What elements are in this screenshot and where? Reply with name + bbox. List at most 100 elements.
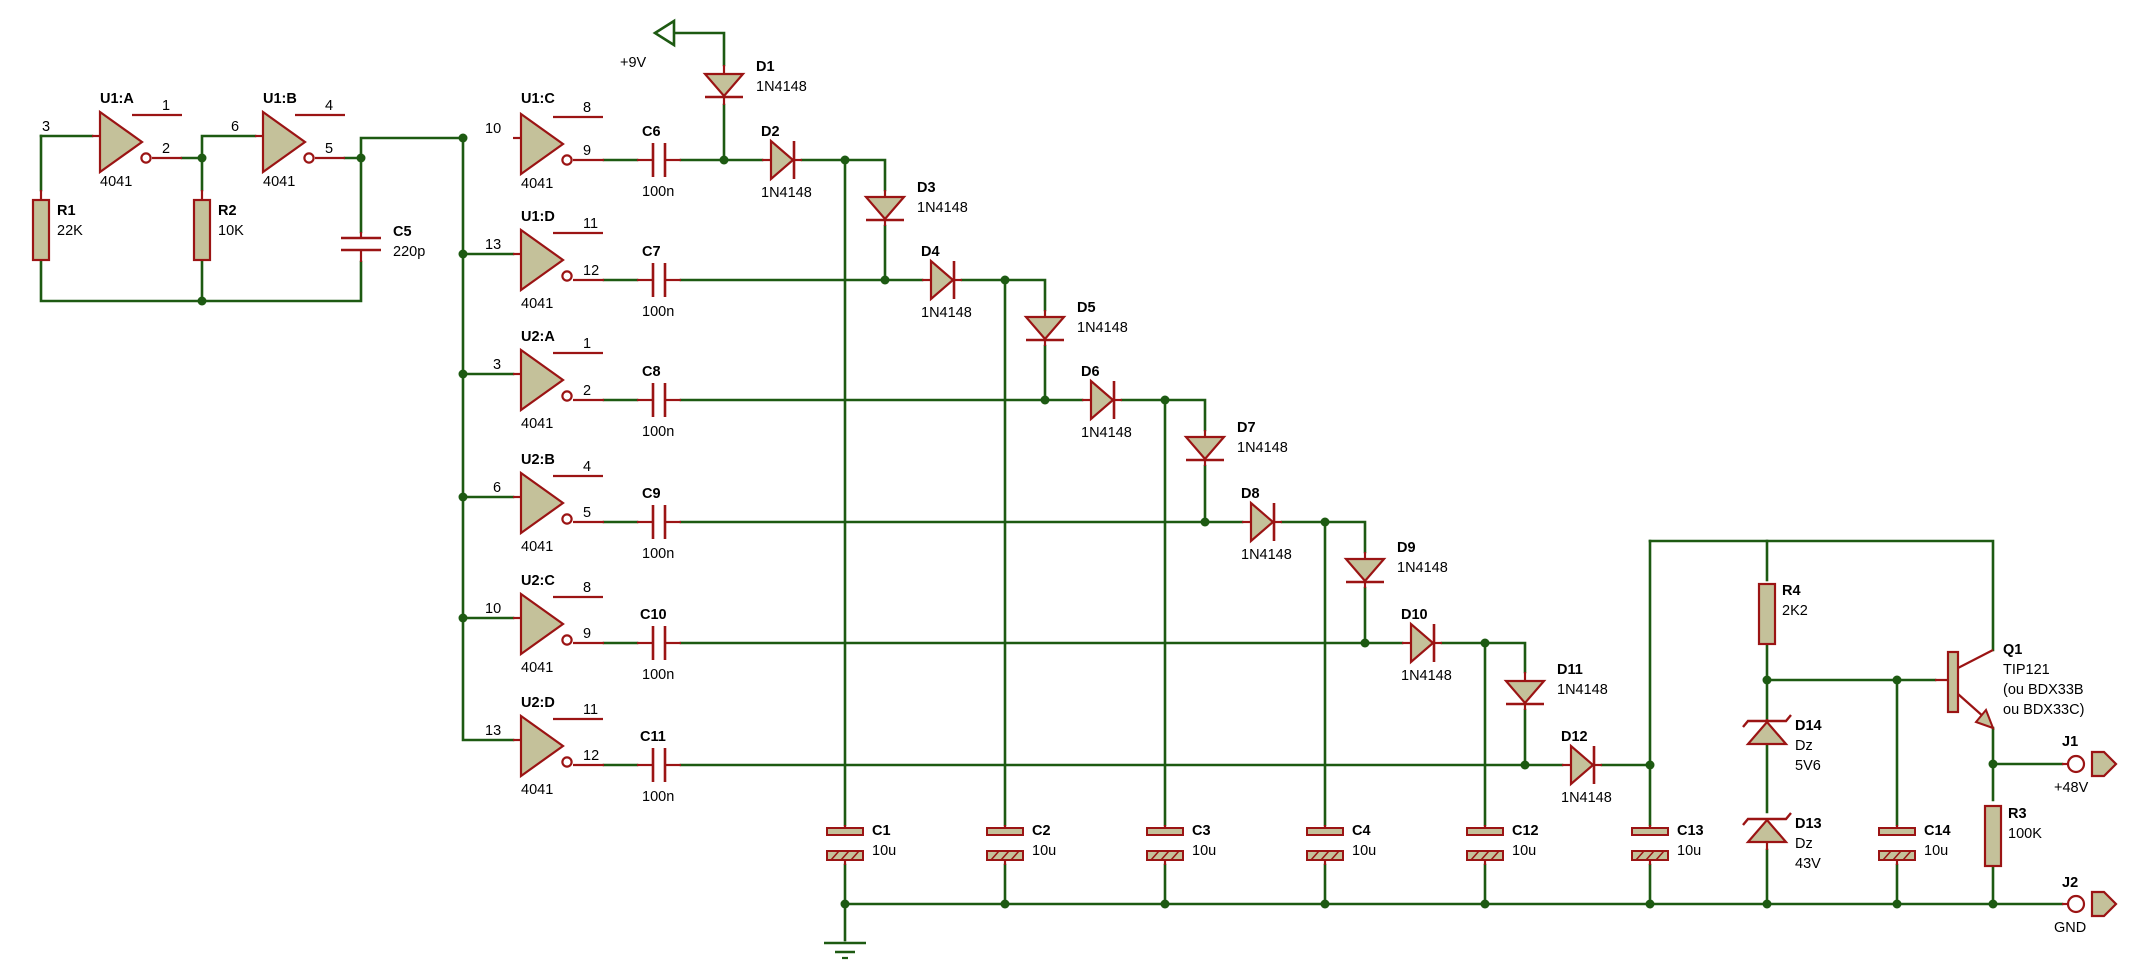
wiring — [39, 31, 2064, 942]
zener-d14: D14 Dz 5V6 — [1742, 714, 1822, 774]
diode-value-label: 1N4148 — [1401, 668, 1452, 684]
diode-ref-label: D6 — [1081, 364, 1100, 380]
diode-d2: D2 1N4148 — [761, 124, 812, 201]
junction-dot — [1200, 517, 1210, 527]
inverted-output-icon — [303, 152, 315, 164]
capacitor-ref-label: C14 — [1924, 823, 1951, 839]
capacitor-ref-label: C12 — [1512, 823, 1539, 839]
capacitor-ref-label: C10 — [640, 607, 667, 623]
wire — [461, 136, 515, 742]
buffer-gate-icon — [261, 109, 307, 175]
gate-aux-pin-label: 4 — [325, 98, 333, 114]
gate-aux-pin-label: 8 — [583, 100, 591, 116]
diode-icon — [1249, 500, 1275, 544]
capacitor-c3: C3 10u — [1146, 823, 1216, 865]
zener-value-label: Dz — [1795, 836, 1813, 852]
transistor-alt-label: ou BDX33C) — [2003, 702, 2084, 718]
capacitor-value-label: 10u — [1512, 843, 1536, 859]
junction-dot — [1520, 760, 1530, 770]
diode-d7: D7 1N4148 — [1183, 420, 1288, 466]
diode-icon — [1183, 435, 1227, 461]
diode-ref-label: D11 — [1557, 662, 1583, 678]
capacitor-ref-label: C6 — [642, 124, 661, 140]
capacitor-c12: C12 10u — [1466, 823, 1539, 865]
buffer-gate-icon — [519, 470, 565, 536]
gate-input-pin-label: 6 — [493, 480, 501, 496]
junction-dot — [1988, 899, 1998, 909]
gate-input-pin-label: 3 — [42, 119, 50, 135]
capacitor-c2: C2 10u — [986, 823, 1056, 865]
capacitor-ref-label: C1 — [872, 823, 891, 839]
junction-dot — [1762, 675, 1772, 685]
diode-value-label: 1N4148 — [1077, 320, 1128, 336]
diode-icon — [1569, 743, 1595, 787]
resistor-ref-label: R1 — [57, 203, 76, 219]
inverted-output-icon — [140, 152, 152, 164]
gate-ref-label: U1:C — [521, 91, 555, 107]
junction-dot — [197, 296, 207, 306]
zener-voltage-label: 43V — [1795, 856, 1821, 872]
transistor-ref-label: Q1 — [2003, 642, 2022, 658]
capacitor-ref-label: C2 — [1032, 823, 1051, 839]
capacitor-value-label: 10u — [1924, 843, 1948, 859]
capacitor-c8: C8 100n — [637, 364, 681, 440]
wire — [1280, 520, 1367, 554]
wire — [1363, 586, 1404, 645]
buffer-gate-icon — [519, 591, 565, 657]
junction-dot — [458, 369, 468, 379]
connector-arrow-icon — [2090, 890, 2118, 918]
polarized-capacitor-icon — [1631, 827, 1669, 836]
diode-ref-label: D1 — [756, 59, 775, 75]
diode-ref-label: D9 — [1397, 540, 1416, 556]
polarized-capacitor-icon — [1306, 827, 1344, 836]
resistor-r4: R4 2K2 — [1757, 582, 1808, 646]
ground-symbol — [824, 941, 866, 960]
gate-value-label: 4041 — [263, 174, 295, 190]
wire — [1523, 708, 1564, 767]
terminal-icon — [2066, 754, 2086, 774]
diode-value-label: 1N4148 — [1237, 440, 1288, 456]
diode-icon — [929, 258, 955, 302]
power-arrow-icon — [652, 18, 676, 48]
junction-dot — [197, 153, 207, 163]
junction-dot — [1892, 899, 1902, 909]
buffer-gate-icon — [519, 111, 565, 177]
capacitor-c6: C6 100n — [637, 124, 681, 200]
capacitor-ref-label: C9 — [642, 486, 661, 502]
gate-value-label: 4041 — [521, 176, 553, 192]
capacitor-ref-label: C5 — [393, 224, 412, 240]
terminal-icon — [2066, 894, 2086, 914]
capacitor-ref-label: C3 — [1192, 823, 1211, 839]
zener-voltage-label: 5V6 — [1795, 758, 1821, 774]
diode-d1: D1 1N4148 — [702, 59, 807, 105]
junction-dot — [1762, 899, 1772, 909]
junction-dot — [840, 899, 850, 909]
zener-diode-icon — [1745, 720, 1789, 746]
junction-dot — [458, 133, 468, 143]
junction-dot — [458, 613, 468, 623]
emitter-arrow-icon — [1974, 708, 1995, 730]
junction-dot — [1000, 275, 1010, 285]
junction-dot — [1360, 638, 1370, 648]
junction-dot — [1160, 899, 1170, 909]
gate-ref-label: U2:A — [521, 329, 555, 345]
buffer-gate-icon — [519, 713, 565, 779]
diode-value-label: 1N4148 — [1081, 425, 1132, 441]
diode-icon — [769, 138, 795, 182]
gate-u2d: U2:D 4041 13 12 11 — [485, 695, 604, 798]
wire — [180, 156, 204, 192]
wire — [672, 31, 726, 67]
connector-label: +48V — [2054, 780, 2089, 796]
resistor-value-label: 22K — [57, 223, 83, 239]
connector-arrow-icon — [2090, 750, 2118, 778]
diode-d6: D6 1N4148 — [1081, 364, 1132, 441]
resistor-value-label: 2K2 — [1782, 603, 1808, 619]
buffer-gate-icon — [519, 227, 565, 293]
transistor-value-label: TIP121 — [2003, 662, 2050, 678]
gate-input-pin-label: 13 — [485, 723, 501, 739]
inverted-output-icon — [561, 756, 573, 768]
diode-value-label: 1N4148 — [921, 305, 972, 321]
resistor-ref-label: R4 — [1782, 583, 1801, 599]
junction-dot — [1320, 899, 1330, 909]
zener-d13: D13 Dz 43V — [1742, 812, 1822, 872]
